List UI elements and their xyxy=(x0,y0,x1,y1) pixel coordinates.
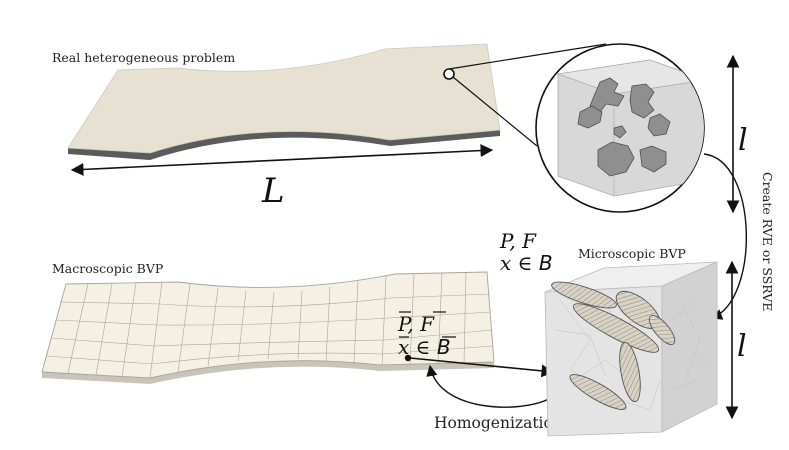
length-l-top-symbol: l xyxy=(738,123,748,158)
fiber-5 xyxy=(569,374,627,410)
plate-top-face xyxy=(67,43,501,154)
micro-PF: P, F xyxy=(499,229,537,253)
macro-F: F xyxy=(419,312,435,336)
macro-domain-B: B xyxy=(437,335,451,359)
zoom-point-marker xyxy=(443,68,455,80)
macro-plate-edge xyxy=(42,360,494,384)
micro-fibers xyxy=(551,281,676,410)
create-rve-label: Create RVE or SSRVE xyxy=(760,172,775,311)
homogenization-arrow xyxy=(426,364,557,408)
micro-cube-side xyxy=(661,261,718,433)
fiber-6 xyxy=(648,315,676,345)
macro-mesh-lines xyxy=(46,271,494,379)
macro-state-symbols: P, F x ∈ B xyxy=(397,311,456,359)
length-l-bottom-symbol: l xyxy=(737,329,747,364)
micro-bvp-cube xyxy=(544,261,718,437)
macro-bvp-label: Macroscopic BVP xyxy=(52,261,163,276)
svg-text:x ∈ B: x ∈ B xyxy=(398,335,451,359)
length-L-arrow xyxy=(70,144,494,176)
micro-domain-B: B xyxy=(539,251,553,275)
macro-plate-face xyxy=(41,271,495,379)
length-L-symbol: L xyxy=(261,171,285,211)
zoom-line-lower xyxy=(452,76,538,147)
macro-x: x xyxy=(398,335,409,359)
macro-material-point xyxy=(404,354,412,362)
real-problem-label: Real heterogeneous problem xyxy=(52,50,235,65)
zoom-line-upper xyxy=(448,43,607,70)
micro-state-symbols: P, F x ∈ B xyxy=(499,229,553,275)
micro-x: x ∈ xyxy=(500,251,539,275)
micro-bvp-label: Microscopic BVP xyxy=(578,246,686,261)
svg-text:P, F: P, F xyxy=(397,312,435,336)
fiber-1 xyxy=(551,281,617,309)
fiber-4 xyxy=(619,341,641,403)
microstructure-zoom-circle xyxy=(535,43,705,213)
rve-inclusions xyxy=(577,77,671,177)
macro-to-micro-arrow xyxy=(409,357,555,378)
homogenization-label: Homogenization xyxy=(434,414,563,432)
fiber-2 xyxy=(572,303,660,353)
svg-text:x ∈ B: x ∈ B xyxy=(500,251,553,275)
macro-mesh-plate xyxy=(41,271,495,384)
